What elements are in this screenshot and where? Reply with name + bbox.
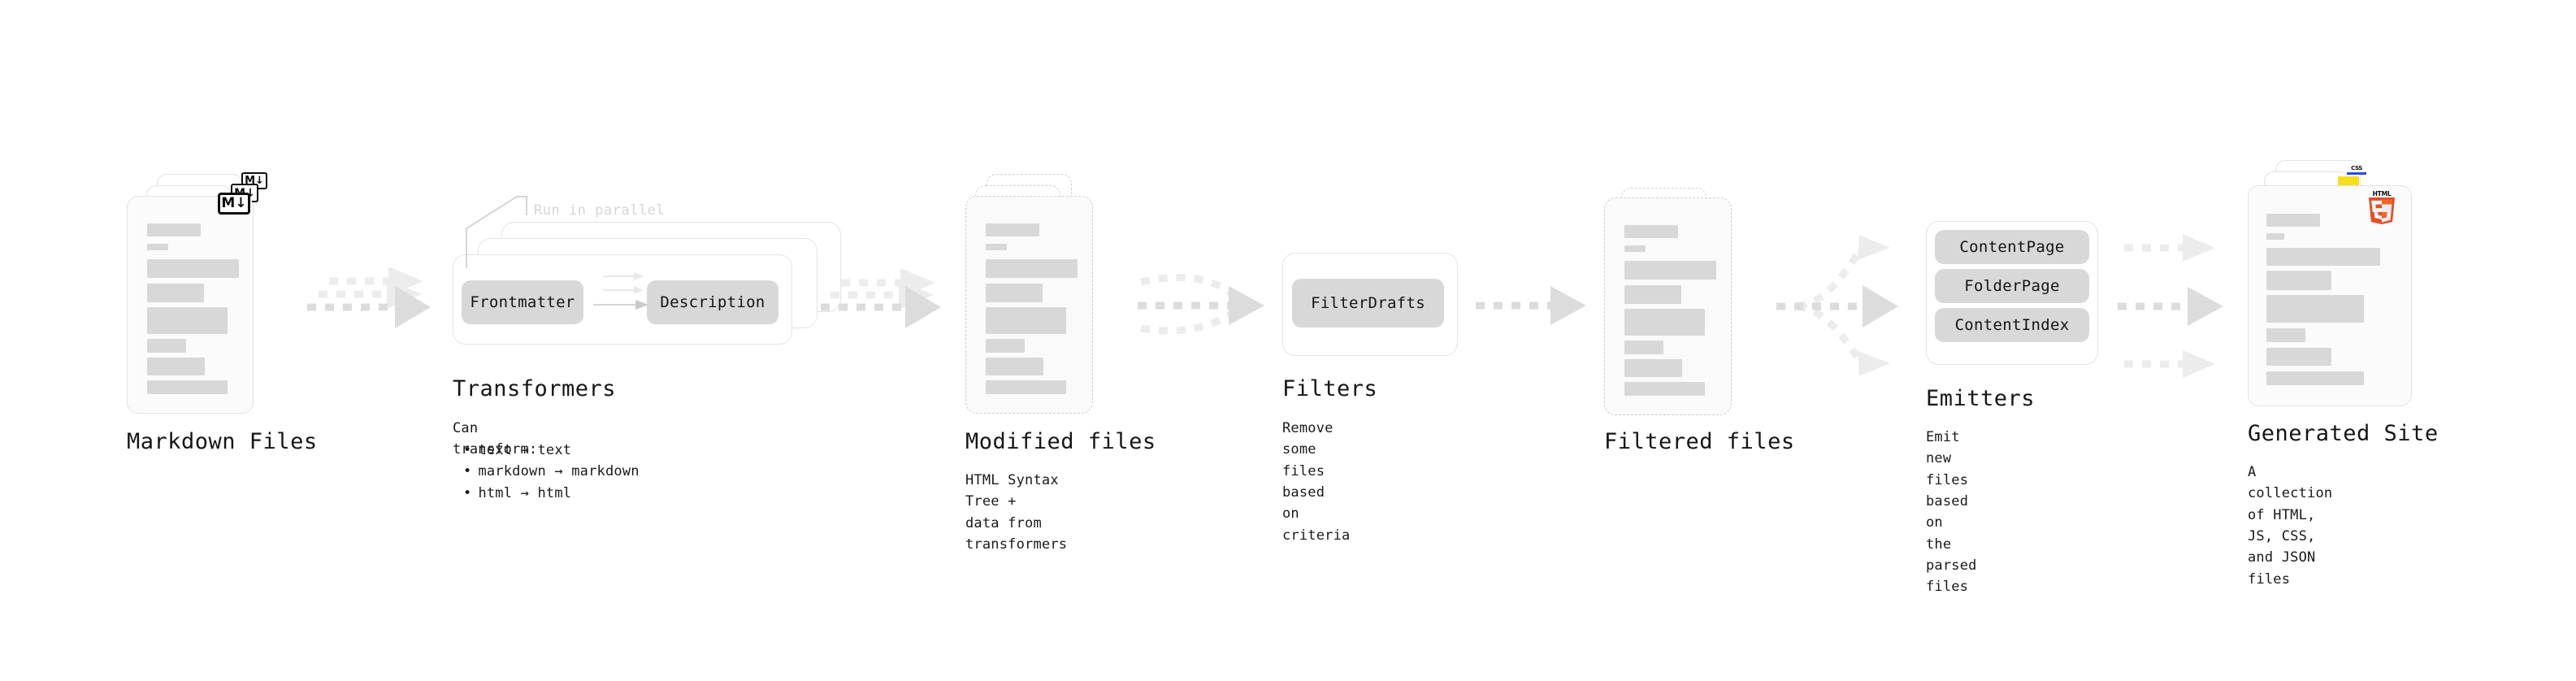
list-item: markdown → markdown: [463, 461, 640, 482]
run-in-parallel-note: Run in parallel: [534, 202, 666, 219]
doc-bar: [986, 358, 1043, 375]
list-item: html → html: [463, 483, 640, 504]
doc-bar: [986, 284, 1043, 302]
doc-bar: [986, 307, 1066, 334]
filtered-card-front: [1604, 197, 1732, 415]
stage-subtitle: A collection of HTML, JS, CSS, and JSON …: [2248, 464, 2333, 588]
stage-title: Filtered files: [1604, 429, 1795, 454]
emitter-chip-contentindex[interactable]: ContentIndex: [1935, 308, 2089, 342]
doc-bar: [1624, 245, 1646, 252]
doc-bar: [2266, 371, 2364, 385]
stage-title: Emitters: [1926, 386, 2036, 411]
doc-bar: [147, 358, 205, 375]
doc-bar: [2266, 295, 2364, 323]
css-badge: CSS: [2347, 165, 2366, 176]
doc-bar: [1624, 359, 1682, 377]
html5-wordmark: HTML: [2372, 190, 2392, 197]
doc-bar: [147, 339, 186, 353]
filter-chip-filterdrafts[interactable]: FilterDrafts: [1292, 279, 1444, 327]
doc-bar: [147, 244, 168, 250]
doc-bar: [147, 259, 239, 278]
stage-title: Generated Site: [2248, 421, 2439, 446]
stage-title: Markdown Files: [127, 429, 318, 454]
list-item: text → text: [463, 440, 640, 461]
doc-bar: [986, 339, 1025, 353]
markdown-icon: M↓: [218, 193, 250, 215]
transform-list: text → text markdown → markdown html → h…: [463, 440, 640, 504]
arrow-markdown-to-transformers: [307, 267, 431, 328]
arrow-modified-to-filters: [1138, 273, 1264, 335]
doc-bar: [1624, 225, 1678, 238]
stage-title: Filters: [1282, 376, 1378, 401]
doc-bar: [147, 380, 228, 394]
doc-bar: [1624, 309, 1705, 336]
stage-title: Transformers: [453, 376, 617, 401]
doc-bar: [1624, 285, 1681, 304]
doc-bar: [2266, 214, 2320, 227]
modified-card-front: [965, 196, 1093, 414]
doc-bar: [2266, 328, 2305, 342]
transformer-chip-description[interactable]: Description: [647, 280, 778, 324]
markdown-card-front: [127, 196, 254, 414]
doc-bar: [2266, 233, 2284, 240]
doc-bar: [1624, 340, 1663, 354]
stage-subtitle: HTML Syntax Tree + data from transformer…: [965, 472, 1068, 553]
doc-bar: [2266, 248, 2380, 266]
arrow-filters-to-filtered: [1476, 286, 1586, 325]
html5-shield-icon: [2369, 197, 2395, 224]
generated-card-front: [2248, 185, 2412, 406]
transformer-chip-frontmatter[interactable]: Frontmatter: [462, 280, 583, 324]
doc-bar: [986, 380, 1066, 394]
html5-icon: HTML: [2367, 190, 2396, 224]
doc-bar: [147, 223, 201, 236]
stage-title: Modified files: [965, 429, 1156, 454]
emitter-chip-contentpage[interactable]: ContentPage: [1935, 230, 2089, 264]
doc-bar: [147, 307, 228, 334]
emitter-chip-folderpage[interactable]: FolderPage: [1935, 269, 2089, 303]
doc-bar: [2266, 348, 2331, 366]
stage-subtitle: Emit new files based on the parsed files: [1926, 429, 1977, 596]
doc-bar: [1624, 261, 1716, 280]
stage-subtitle: Remove some files based on criteria: [1282, 420, 1351, 544]
doc-bar: [986, 244, 1007, 250]
doc-bar: [2266, 271, 2331, 290]
doc-bar: [147, 284, 204, 302]
doc-bar: [1624, 382, 1705, 396]
doc-bar: [986, 259, 1078, 278]
doc-bar: [986, 223, 1039, 236]
arrow-filtered-to-emitters: [1776, 235, 1898, 376]
arrow-emitters-to-site: [2118, 234, 2223, 378]
